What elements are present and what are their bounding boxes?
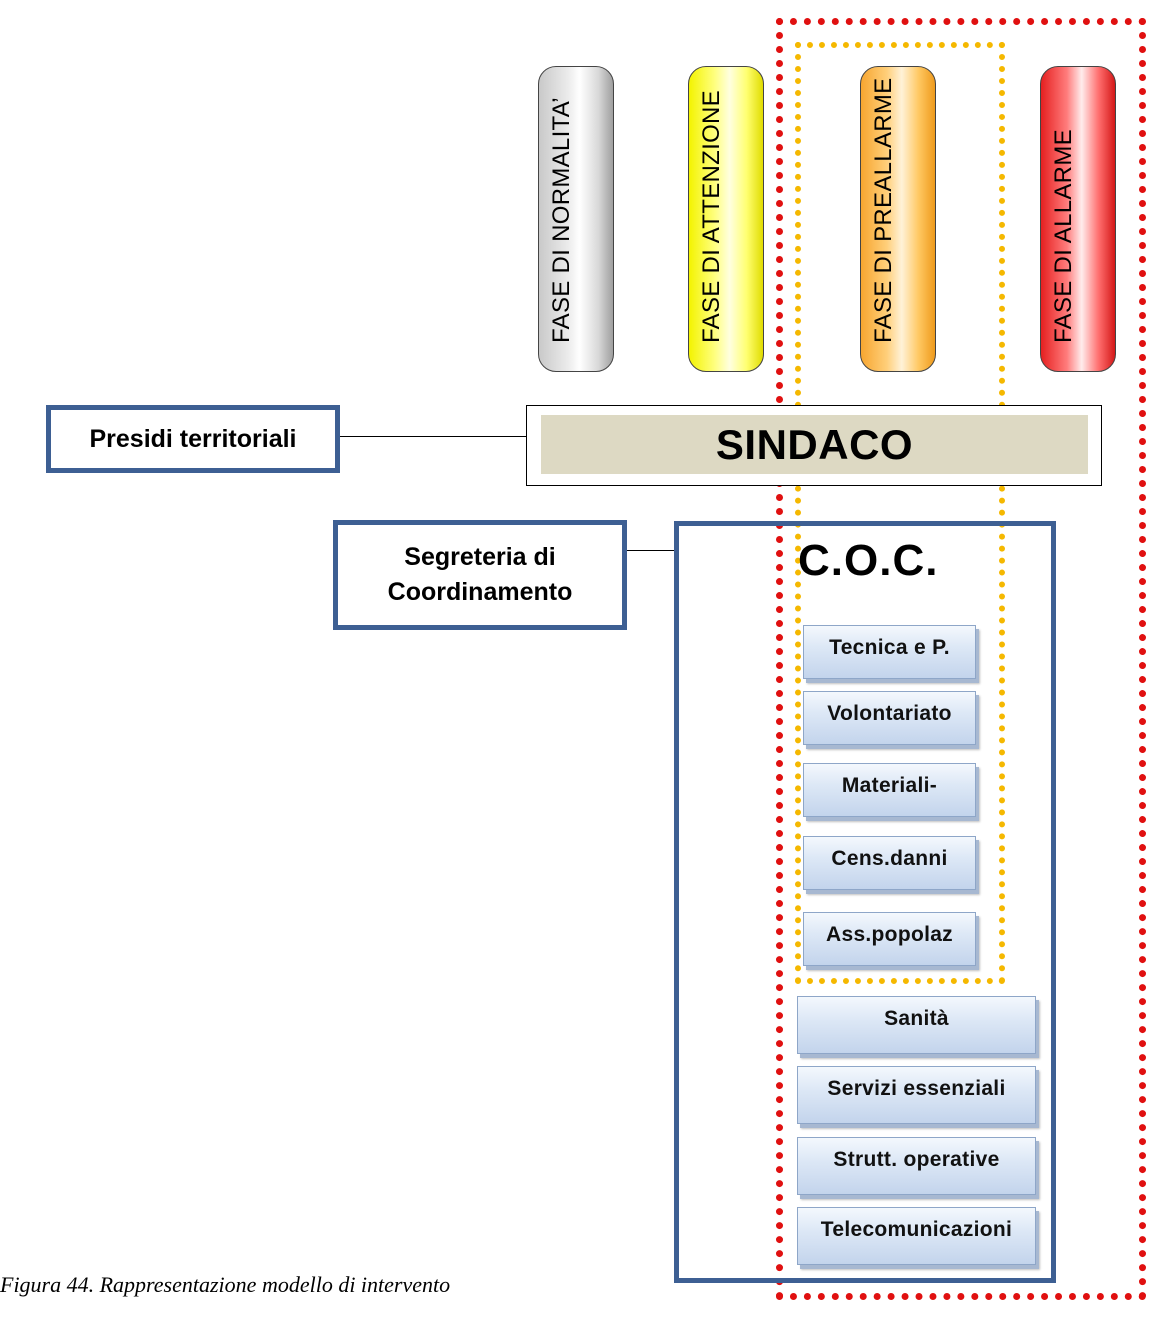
segreteria-label-line1: Segreteria di (404, 543, 556, 571)
function-cens-danni-label: Cens.danni (831, 847, 948, 870)
presidi-connector (340, 436, 526, 437)
coc-box (674, 521, 1056, 1283)
phase-attention: FASE DI ATTENZIONE (688, 66, 764, 372)
phase-normality: FASE DI NORMALITA’ (538, 66, 614, 372)
function-sanita-label: Sanità (884, 1007, 949, 1030)
function-tecnica: Tecnica e P. (803, 625, 976, 679)
phase-normality-label: FASE DI NORMALITA’ (548, 97, 575, 343)
coc-title: C.O.C. (798, 536, 939, 585)
function-ass-popolaz-label: Ass.popolaz (826, 923, 953, 946)
phase-attention-label: FASE DI ATTENZIONE (698, 90, 725, 343)
presidi-territoriali-label: Presidi territoriali (89, 424, 297, 453)
figure-caption: Figura 44. Rappresentazione modello di i… (0, 1272, 451, 1297)
phase-alarm: FASE DI ALLARME (1040, 66, 1116, 372)
function-materiali: Materiali- (803, 763, 976, 817)
function-sanita: Sanità (797, 996, 1036, 1054)
sindaco-label: SINDACO (715, 420, 914, 468)
prealarm-phase-region (795, 42, 1005, 984)
function-strutt-operative: Strutt. operative (797, 1137, 1036, 1195)
sindaco-panel: SINDACO (541, 415, 1088, 474)
phase-alarm-label: FASE DI ALLARME (1050, 129, 1077, 343)
segreteria-label-line2: Coordinamento (387, 578, 573, 606)
function-volontariato-label: Volontariato (827, 702, 952, 725)
function-materiali-label: Materiali- (841, 774, 938, 797)
alarm-phase-region (776, 18, 1146, 1300)
function-servizi-essenziali: Servizi essenziali (797, 1066, 1036, 1124)
function-telecomunicazioni: Telecomunicazioni (797, 1207, 1036, 1265)
function-telecomunicazioni-label: Telecomunicazioni (820, 1218, 1013, 1241)
function-servizi-essenziali-label: Servizi essenziali (827, 1077, 1006, 1100)
phase-prealarm: FASE DI PREALLARME (860, 66, 936, 372)
function-volontariato: Volontariato (803, 691, 976, 745)
function-tecnica-label: Tecnica e P. (829, 636, 950, 659)
function-ass-popolaz: Ass.popolaz (803, 912, 976, 966)
segreteria-coordinamento-box: Segreteria di Coordinamento (333, 520, 627, 630)
presidi-territoriali-box: Presidi territoriali (46, 405, 340, 473)
function-cens-danni: Cens.danni (803, 836, 976, 890)
function-strutt-operative-label: Strutt. operative (833, 1148, 1000, 1171)
segreteria-connector (627, 550, 674, 551)
phase-prealarm-label: FASE DI PREALLARME (870, 77, 897, 344)
